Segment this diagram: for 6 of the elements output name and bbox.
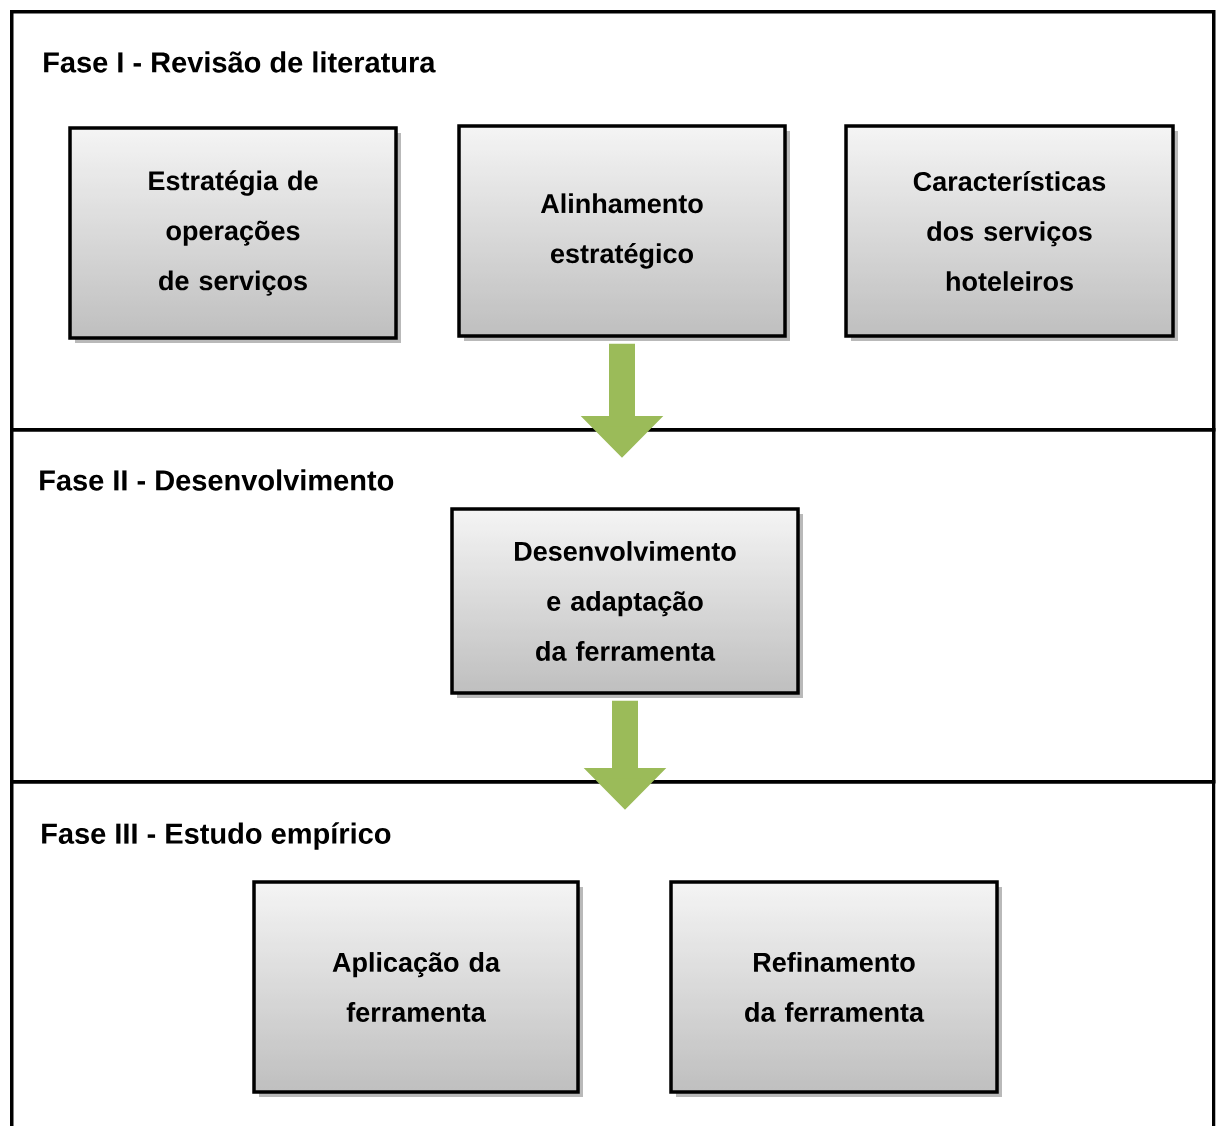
- process-box: Estratégia de operações de serviços: [68, 126, 401, 343]
- process-box: Desenvolvimento e adaptação da ferramenta: [450, 507, 803, 698]
- process-box: Características dos serviços hoteleiros: [844, 124, 1178, 341]
- process-box: Aplicação da ferramenta: [252, 880, 583, 1097]
- process-box: Refinamento da ferramenta: [669, 880, 1002, 1097]
- process-box: Alinhamento estratégico: [457, 124, 790, 341]
